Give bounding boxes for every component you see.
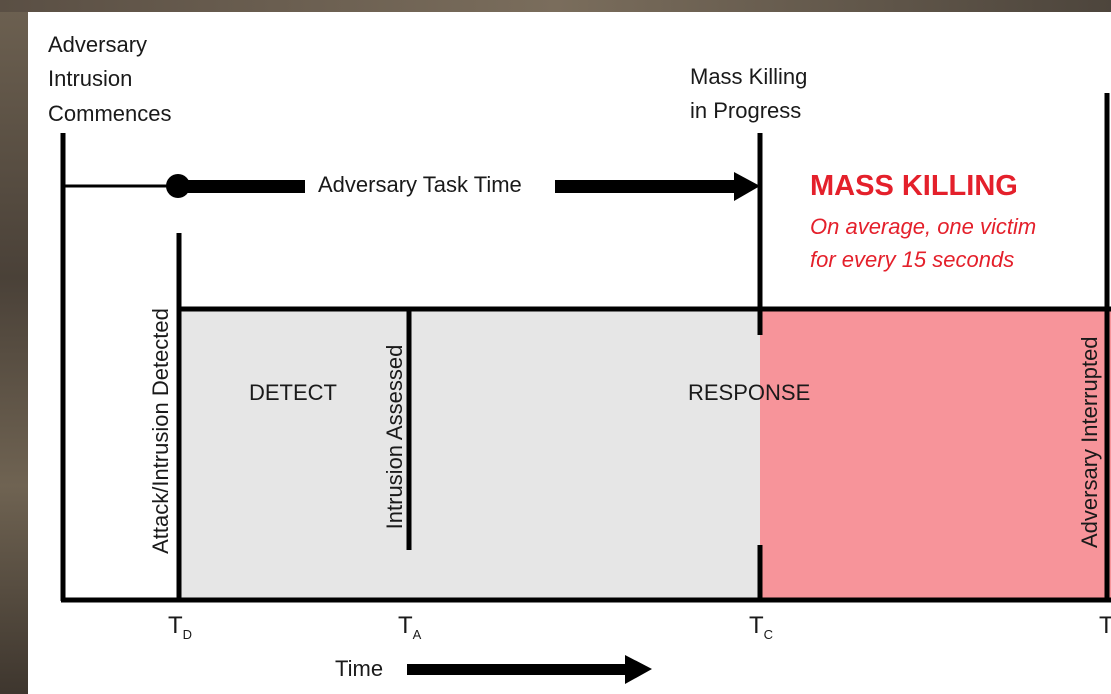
response-label: RESPONSE [688,380,811,405]
time-axis-label: Time [335,656,384,681]
mass-killing-title: MASS KILLING [810,170,1018,202]
commence-label-line-2: Intrusion [48,66,133,91]
victim-rate-line-1: On average, one victim [810,214,1037,239]
tick-t-c: TC [749,612,774,642]
tick-t-a: TA [398,612,422,642]
victim-rate-line-2: for every 15 seconds [810,247,1015,272]
time-arrow-head [625,655,652,684]
commence-label-line-3: Commences [48,101,172,126]
tick-t-end: T [1099,612,1111,639]
interrupted-vertical-label: Adversary Interrupted [1077,336,1102,548]
assessed-vertical-label: Intrusion Assessed [382,344,407,530]
detect-response-region [179,310,760,600]
task-time-bar-right [555,180,737,193]
background-left-edge [0,0,28,694]
task-time-bar-left [178,180,305,193]
task-time-arrowhead [734,172,760,201]
tick-t-d: TD [168,612,193,642]
detected-vertical-label: Attack/Intrusion Detected [148,308,173,554]
commence-label-line-1: Adversary [48,32,148,57]
detect-label: DETECT [249,380,337,405]
task-time-label: Adversary Task Time [318,172,522,197]
mass-killing-region [760,310,1111,600]
time-arrow-bar [407,664,627,675]
progress-label-line-1: Mass Killing [690,64,808,89]
background-top-edge [0,0,1111,12]
progress-label-line-2: in Progress [690,98,802,123]
